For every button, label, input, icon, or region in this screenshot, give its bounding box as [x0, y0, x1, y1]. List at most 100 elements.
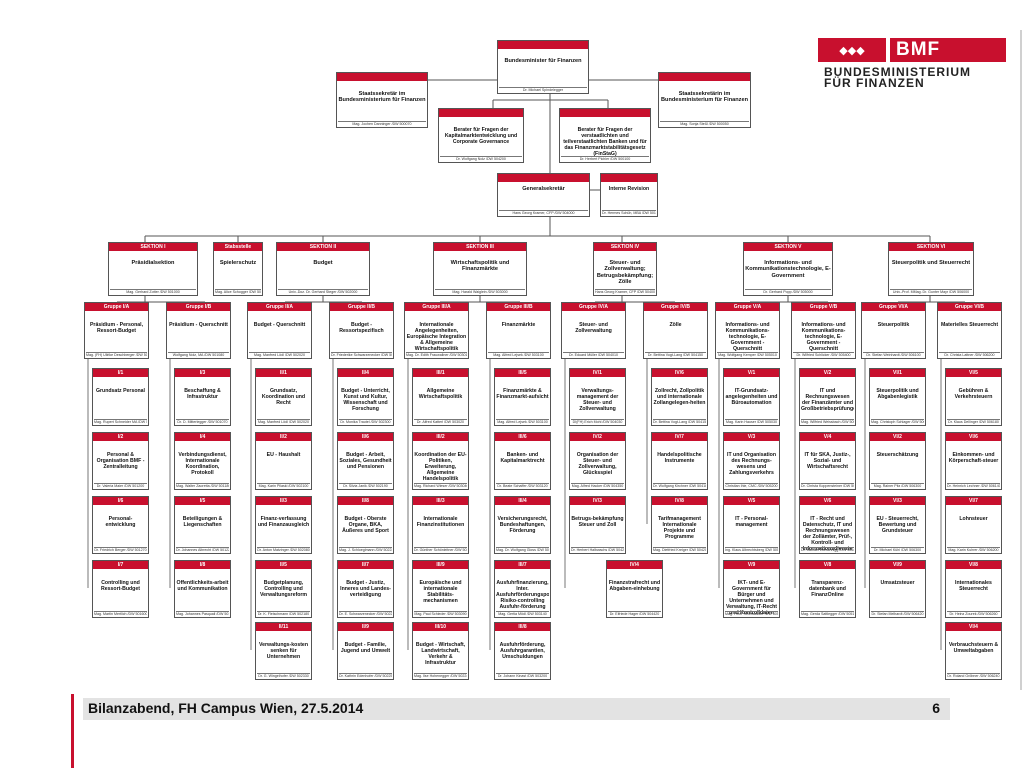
- unit-box-2-4-person: Dr. K. Fleischmann /DW 502180: [257, 610, 310, 616]
- unit-box-1-4-title: Öffentlichkeits-arbeit und Kommunikation: [176, 580, 229, 592]
- group-box-3-title: Budget - Querschnitt: [253, 321, 306, 328]
- section-box-7-person: Univ.-Prof. MMag. Dr. Gunter Mayr /DW 50…: [890, 288, 972, 294]
- unit-box-2-4-title: Budgetplanung, Controlling und Verwaltun…: [260, 580, 307, 598]
- group-box-9: Gruppe V/A Informations- und Kommunikatio…: [715, 302, 780, 359]
- unit-box-9-1-person: Mag. Wilfried Weissbach /DW 505050: [801, 418, 854, 424]
- unit-box-11-4-title: Internationales Steuerrecht: [955, 580, 992, 592]
- unit-box-7-3-header: IV/8: [652, 497, 707, 505]
- general-secretary-box-title: Generalsekretär: [522, 186, 565, 192]
- unit-box-3-1-title: Budget - Unterricht, Kunst und Kultur, W…: [341, 388, 390, 412]
- unit-box-9-3-person: Dr. Michael Loeschnigg /DW 505400: [801, 546, 854, 552]
- group-box-2-header: Gruppe I/B: [167, 303, 230, 311]
- group-box-12-person: Dr. Christa Lattner /DW 506200: [939, 351, 1000, 357]
- section-box-4-person: Mag. Harald Waiglein /DW 503000: [435, 288, 525, 294]
- section-box-1-header: SEKTION I: [109, 243, 197, 251]
- unit-box-3-3-header: II/8: [338, 497, 393, 505]
- advisor-capital-market-box: Berater für Fragen der Kapitalmarktentwi…: [438, 108, 524, 163]
- unit-box-7-1-title: Zollrecht, Zollpolitik und international…: [653, 388, 706, 406]
- unit-box-5-3-title: Versicherungsrecht, Bundeshaftungen, För…: [497, 516, 548, 534]
- group-box-10-person: Dr. Wilfried Schlicker /DW 505400: [793, 351, 854, 357]
- unit-box-3-4-title: Budget - Justiz, Inneres und Landes-vert…: [340, 580, 391, 598]
- group-box-1-person: Mag. (FH) Ullrike Deschberger /DW 501050: [86, 351, 147, 357]
- group-box-2-title: Präsidium - Querschnitt: [169, 321, 228, 328]
- section-box-3-person: Univ.-Doz. Dr. Gerhard Steger /DW 502000: [278, 288, 368, 294]
- unit-box-2-1-person: Mag. Manfred Lödl /DW 502020: [257, 418, 310, 424]
- advisor-capital-market-box-title: Berater für Fragen der Kapitalmarktentwi…: [444, 126, 518, 145]
- unit-box-3-5-person: Dr. Kathrin Edenhofer /DW 502250: [339, 672, 392, 678]
- unit-box-1-3-person: Dr. Johannes Albrecht /DW 501220: [176, 546, 229, 552]
- internal-revision-box-person: Dr. Hermes Schüh, MBA /DW 501280: [602, 209, 656, 215]
- unit-box-9-2: V/4 IT für SKA, Justiz-, Sozial- und Wirt…: [799, 432, 856, 490]
- unit-box-10-4-title: Umsatzsteuer: [880, 580, 915, 586]
- unit-box-4-5-header: III/10: [413, 623, 468, 631]
- unit-box-0-2-header: I/2: [93, 433, 148, 441]
- state-secretary-left-box-title: Staatssekretär im Bundesministerium für …: [338, 91, 426, 104]
- coat-of-arms-icon: ◆◆◆: [818, 38, 886, 62]
- unit-box-4-3-header: III/3: [413, 497, 468, 505]
- group-box-9-title: Informations- und Kommunikations-technol…: [725, 321, 770, 352]
- unit-box-5-1-header: III/5: [495, 369, 550, 377]
- unit-box-3-1-person: Dr. Monika Trautel /DW 502300: [339, 418, 392, 424]
- unit-box-3-5-title: Budget - Familie, Jugend und Umwelt: [340, 642, 391, 654]
- advisor-banks-box-header: [560, 109, 650, 117]
- section-box-1-title: Präsidialsektion: [131, 260, 175, 266]
- footer-caption: Bilanzabend, FH Campus Wien, 27.5.2014: [88, 700, 364, 716]
- logo-fullname: BUNDESMINISTERIUM FÜR FINANZEN: [824, 66, 971, 89]
- group-box-9-header: Gruppe V/A: [716, 303, 779, 311]
- group-box-5-title: Internationale Angelegenheiten, Europäis…: [406, 321, 467, 352]
- unit-box-9-2-header: V/4: [800, 433, 855, 441]
- group-box-3-person: Mag. Manfred Lödl /DW 502020: [249, 351, 310, 357]
- unit-box-1-1-title: Beschaffung & Infrastruktur: [184, 388, 221, 400]
- section-box-6-title: Informations- und Kommunikationstechnolo…: [745, 260, 831, 279]
- unit-box-11-3-title: Lohnsteuer: [959, 516, 988, 522]
- unit-box-8-2-title: IT und Organisation des Rechnungs-wesens…: [727, 452, 776, 476]
- advisor-capital-market-box-person: Dr. Wolfgang Nolz /DW 504200: [440, 155, 522, 161]
- group-box-7-person: Dr. Eduard Müller /DW 504010: [563, 351, 624, 357]
- section-box-2-title: Spielerschutz: [219, 260, 257, 266]
- unit-box-2-5-title: Verwaltungs-kosten senken für Unternehme…: [258, 642, 308, 660]
- minister-box-title: Bundesminister für Finanzen: [504, 58, 582, 64]
- unit-box-9-2-person: Dr. Christa Koppensteiner /DW 505330: [801, 482, 854, 488]
- unit-box-11-3-header: VI/7: [946, 497, 1001, 505]
- group-box-7-header: Gruppe IV/A: [562, 303, 625, 311]
- unit-box-10-4-person: Dr. Stefan Melhardt /DW 506420: [871, 610, 924, 616]
- section-box-6-header: SEKTION V: [744, 243, 832, 251]
- unit-box-2-5-person: Dr. G. Wingelhofer /DW 502330: [257, 672, 310, 678]
- group-box-7-title: Steuer- und Zollverwaltung: [575, 321, 612, 334]
- unit-box-0-4-person: Mag. Martin Mertlich /DW 501600: [94, 610, 147, 616]
- unit-box-0-4-header: I/7: [93, 561, 148, 569]
- bmf-logo: ◆◆◆ BMF BUNDESMINISTERIUM FÜR FINANZEN: [818, 38, 1006, 92]
- unit-box-4-2-header: III/2: [413, 433, 468, 441]
- section-box-2-person: Mag. Alice Schogger /DW 500280: [215, 288, 261, 294]
- page-number: 6: [932, 700, 940, 716]
- state-secretary-left-box-header: [337, 73, 427, 81]
- unit-box-1-2-header: I/4: [175, 433, 230, 441]
- unit-box-1-2-person: Mag. Walter Zaoretta /DW 501180: [176, 482, 229, 488]
- unit-box-6-3-title: Betrugs-bekämpfung Steuer und Zoll: [571, 516, 624, 528]
- unit-box-1-4-person: Mag. Johannes Pasquali /DW 501038: [176, 610, 229, 616]
- unit-box-4-5-title: Budget - Wirtschaft, Landwirtschaft, Ver…: [415, 642, 466, 666]
- unit-box-9-2-title: IT für SKA, Justiz-, Sozial- und Wirtsch…: [804, 452, 851, 470]
- group-box-12-title: Materielles Steuerrecht: [940, 321, 999, 328]
